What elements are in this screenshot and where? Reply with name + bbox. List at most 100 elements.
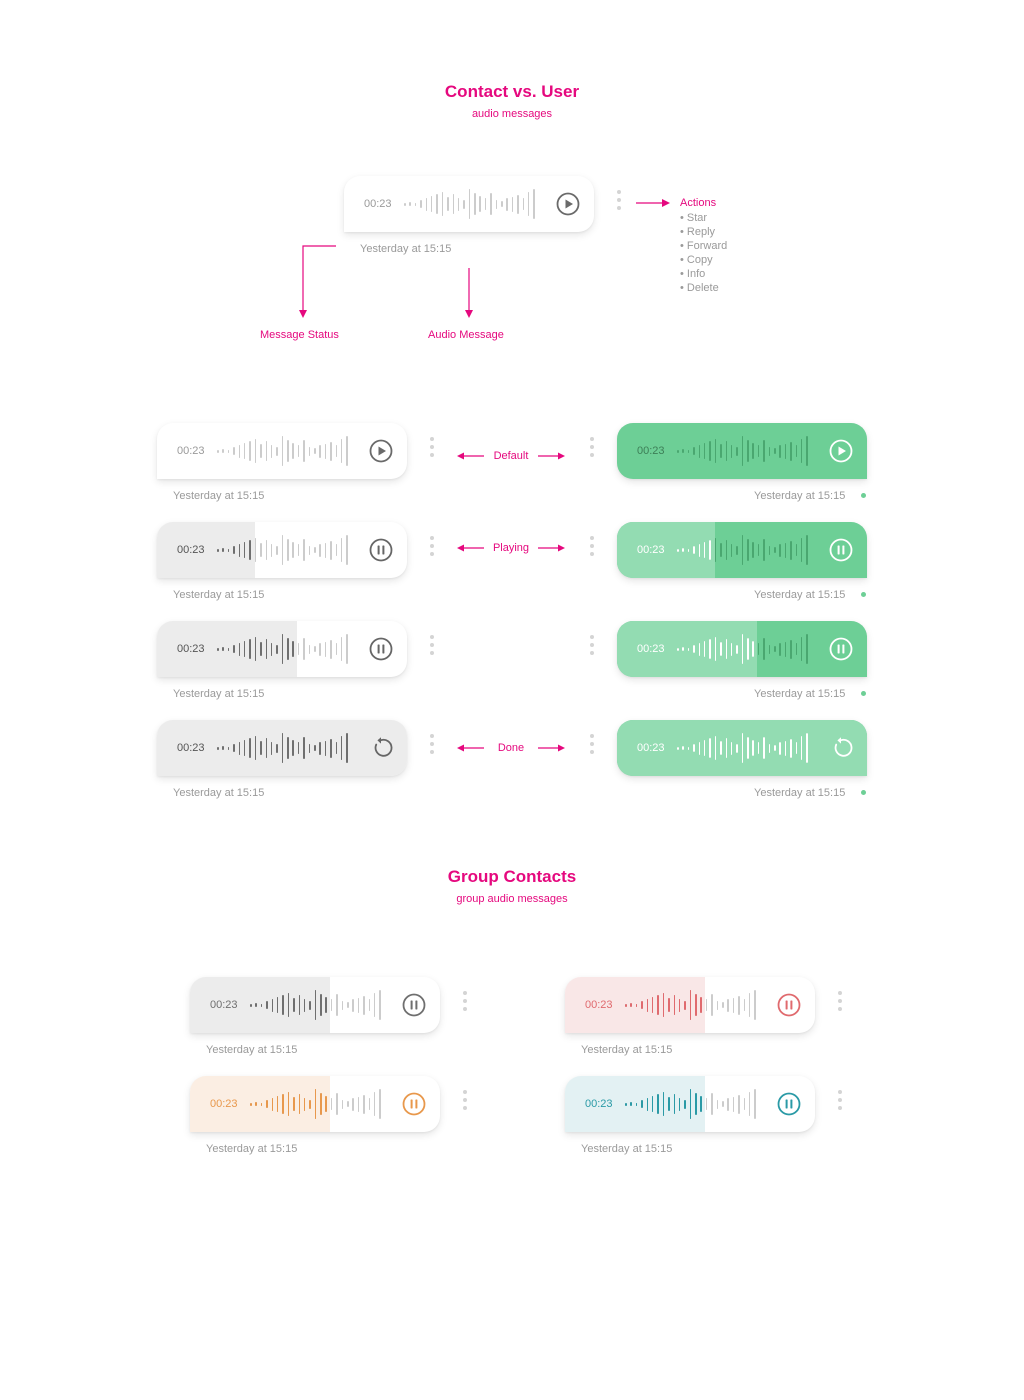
section-subtitle-audio-messages: audio messages [471,108,553,120]
audio-waveform[interactable] [250,989,385,1021]
action-item-forward[interactable]: • Forward [680,240,728,252]
audio-duration: 00:23 [637,643,665,655]
action-item-info[interactable]: • Info [680,268,706,280]
more-vertical-icon[interactable] [589,536,595,556]
pause-icon[interactable] [829,538,853,562]
message-status-dot [861,592,866,597]
group-audio-bubble: 00:23 [565,977,815,1033]
playback-progress-fill [190,1076,330,1132]
audio-duration: 00:23 [177,445,205,457]
audio-waveform[interactable] [677,534,812,566]
user-audio-bubble: 00:23 [617,522,867,578]
state-label-default: Default [493,450,529,462]
more-vertical-icon[interactable] [429,536,435,556]
pause-icon[interactable] [402,1092,426,1116]
group-audio-bubble: 00:23 [190,1076,440,1132]
play-icon[interactable] [556,192,580,216]
more-vertical-icon[interactable] [837,1090,843,1110]
audio-waveform[interactable] [625,989,760,1021]
play-icon[interactable] [369,439,393,463]
playback-progress-fill [565,977,705,1033]
audio-waveform[interactable] [217,534,352,566]
section-title-group-contacts: Group Contacts [447,867,577,886]
annotation-arrows [299,199,670,318]
pause-icon[interactable] [369,637,393,661]
action-item-reply[interactable]: • Reply [680,226,716,238]
audio-waveform[interactable] [250,1088,385,1120]
message-timestamp: Yesterday at 15:15 [173,787,265,799]
audio-waveform[interactable] [217,732,352,764]
replay-icon[interactable] [369,736,393,760]
pause-icon[interactable] [777,993,801,1017]
contact-audio-bubble: 00:23 [157,522,407,578]
audio-waveform[interactable] [677,633,812,665]
action-item-copy[interactable]: • Copy [680,254,713,266]
audio-waveform[interactable] [625,1088,760,1120]
state-label-done: Done [497,742,525,754]
state-arrows [457,452,565,752]
more-vertical-icon[interactable] [429,437,435,457]
message-timestamp: Yesterday at 15:15 [173,688,265,700]
more-vertical-icon[interactable] [429,635,435,655]
user-audio-bubble: 00:23 [617,720,867,776]
message-timestamp: Yesterday at 15:15 [173,589,265,601]
audio-duration: 00:23 [210,999,238,1011]
message-status-dot [861,691,866,696]
label-audio-message: Audio Message [428,329,504,341]
actions-title: Actions [680,197,717,209]
audio-waveform[interactable] [217,435,352,467]
user-audio-bubble: 00:23 [617,423,867,479]
action-item-delete[interactable]: • Delete [680,282,719,294]
audio-duration: 00:23 [585,999,613,1011]
message-timestamp: Yesterday at 15:15 [206,1044,298,1056]
playback-progress-fill [157,621,297,677]
more-vertical-icon[interactable] [589,734,595,754]
audio-duration: 00:23 [177,544,205,556]
replay-icon[interactable] [829,736,853,760]
play-icon[interactable] [829,439,853,463]
contact-audio-bubble: 00:23 [157,423,407,479]
audio-waveform[interactable] [677,435,812,467]
pause-icon[interactable] [777,1092,801,1116]
more-vertical-icon[interactable] [589,437,595,457]
message-status-dot [861,493,866,498]
action-item-star[interactable]: • Star [680,212,708,224]
anatomy-audio-bubble: 00:23 [344,176,594,232]
more-vertical-icon[interactable] [837,991,843,1011]
audio-duration: 00:23 [585,1098,613,1110]
pause-icon[interactable] [402,993,426,1017]
audio-waveform[interactable] [404,188,539,220]
more-vertical-icon[interactable] [462,1090,468,1110]
playback-progress-fill [157,522,255,578]
contact-audio-bubble: 00:23 [157,621,407,677]
audio-waveform[interactable] [217,633,352,665]
audio-waveform[interactable] [677,732,812,764]
pause-icon[interactable] [829,637,853,661]
message-timestamp: Yesterday at 15:15 [754,688,846,700]
message-timestamp: Yesterday at 15:15 [754,589,846,601]
more-vertical-icon[interactable] [462,991,468,1011]
pause-icon[interactable] [369,538,393,562]
audio-duration: 00:23 [637,445,665,457]
audio-duration: 00:23 [637,544,665,556]
more-vertical-icon[interactable] [589,635,595,655]
audio-duration: 00:23 [364,198,392,210]
more-vertical-icon[interactable] [616,190,622,210]
label-message-status: Message Status [260,329,339,341]
group-audio-bubble: 00:23 [190,977,440,1033]
message-timestamp: Yesterday at 15:15 [360,243,452,255]
message-timestamp: Yesterday at 15:15 [754,787,846,799]
section-title-contact-vs-user: Contact vs. User [444,82,580,101]
message-timestamp: Yesterday at 15:15 [206,1143,298,1155]
actions-list: • Star • Reply • Forward • Copy • Info •… [680,211,727,295]
state-label-playing: Playing [492,542,530,554]
message-timestamp: Yesterday at 15:15 [581,1143,673,1155]
message-timestamp: Yesterday at 15:15 [173,490,265,502]
playback-progress-fill [617,621,757,677]
playback-progress-fill [190,977,330,1033]
message-timestamp: Yesterday at 15:15 [581,1044,673,1056]
audio-duration: 00:23 [177,643,205,655]
section-subtitle-group-audio-messages: group audio messages [456,893,568,905]
more-vertical-icon[interactable] [429,734,435,754]
message-status-dot [861,790,866,795]
